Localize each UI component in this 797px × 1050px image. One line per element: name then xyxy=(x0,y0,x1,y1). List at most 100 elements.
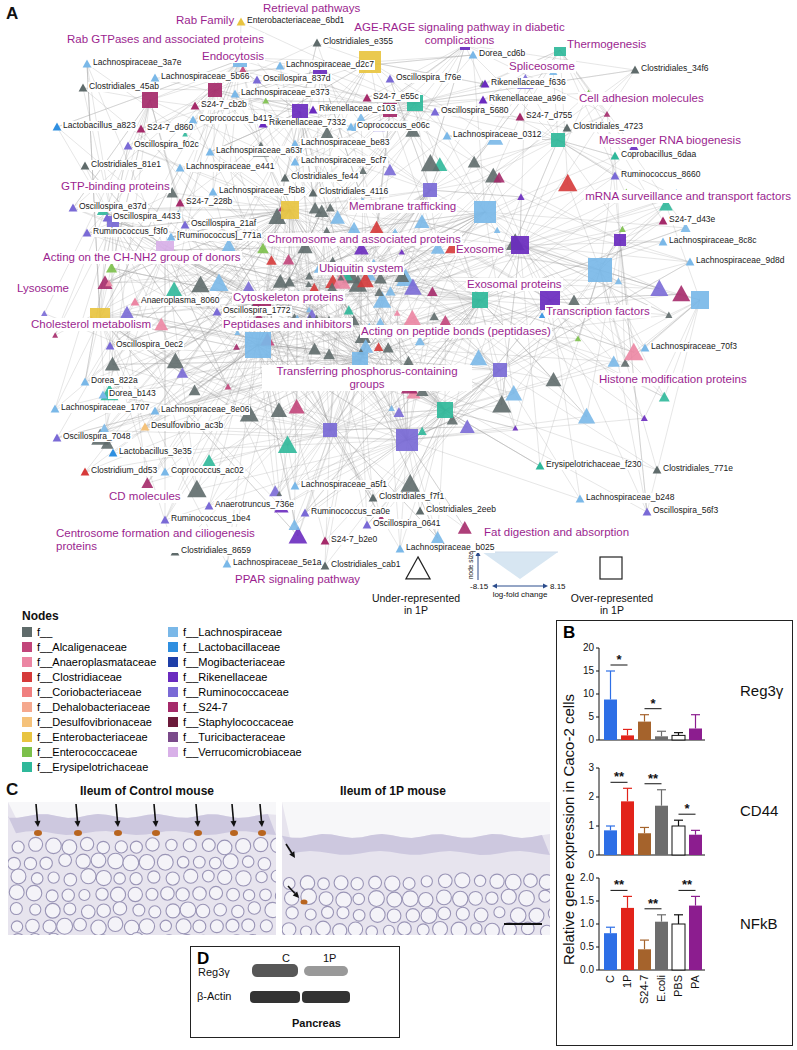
arrow-shaft xyxy=(196,804,197,821)
legend-row: f__ xyxy=(22,626,52,639)
blot-label: 1P xyxy=(323,952,336,965)
pathway-square xyxy=(588,258,612,282)
taxon-label: Clostridiales_45ab xyxy=(88,82,160,92)
taxon-triangle xyxy=(209,188,218,196)
node-size-legend xyxy=(406,551,622,589)
crypt xyxy=(184,869,198,883)
bar xyxy=(689,906,702,970)
taxon-label: Oscillospira_5680 xyxy=(440,106,510,116)
pathway-square xyxy=(323,423,337,437)
taxon-triangle xyxy=(653,466,662,474)
crypt xyxy=(337,907,349,919)
taxon-triangle xyxy=(611,172,620,180)
crypt xyxy=(398,922,412,935)
taxon-triangle xyxy=(641,344,650,352)
legend-swatch xyxy=(22,642,32,652)
bar xyxy=(604,830,617,855)
taxon-triangle xyxy=(161,468,170,476)
stained-cell xyxy=(230,830,238,836)
legend-row: f__Turicibacteraceae xyxy=(168,731,285,744)
tick-label: 0 xyxy=(588,734,594,746)
scale-value: -8.15 xyxy=(470,582,488,591)
significance-star: ** xyxy=(648,897,658,910)
legend-text: f__Lactobacillaceae xyxy=(183,641,280,654)
taxon-label: Clostridiales_81e1 xyxy=(90,160,162,170)
arrow-head xyxy=(194,821,200,827)
crypt xyxy=(548,907,550,920)
bar xyxy=(638,833,651,855)
tick-label: 1.5 xyxy=(580,895,594,907)
taxon-label: Erysipelotrichaceae_f230 xyxy=(545,460,642,470)
taxon-label: Coprobacillus_6daa xyxy=(620,150,697,160)
taxon-label: Oscillospira_56f3 xyxy=(652,506,719,516)
taxon-triangle xyxy=(223,560,232,568)
crypt xyxy=(193,920,206,933)
taxon-triangle xyxy=(431,108,440,116)
pathway-square xyxy=(614,234,626,246)
crypt xyxy=(176,888,189,901)
y-tick xyxy=(596,740,599,741)
taxon-triangle xyxy=(120,306,134,318)
blot-band xyxy=(250,991,300,1003)
taxon-label: Dorea_cd6b xyxy=(478,49,526,59)
taxon-label: Oscillospira_f76e xyxy=(395,73,462,83)
legend-row: f__Clostridiaceae xyxy=(22,671,122,684)
taxon-triangle xyxy=(386,75,395,83)
legend-swatch xyxy=(22,747,32,757)
taxon-triangle xyxy=(278,435,297,453)
taxon-triangle xyxy=(281,174,290,182)
crypt xyxy=(421,876,432,887)
pathway-label: Exosome xyxy=(455,243,505,256)
crypt xyxy=(9,885,24,900)
crypt xyxy=(8,857,20,870)
crypt xyxy=(166,839,177,850)
crypt xyxy=(351,878,363,890)
taxon-triangle xyxy=(308,343,321,355)
taxon-triangle xyxy=(578,408,595,424)
legend-text: f__Erysipelotrichaceae xyxy=(37,761,148,774)
crypt xyxy=(62,840,77,855)
legend-row: f__Staphylococcaceae xyxy=(168,716,294,729)
taxon-triangle xyxy=(443,132,452,140)
error-cap xyxy=(657,789,666,790)
taxon-label: Oscillospira_837d xyxy=(262,74,332,84)
error-cap xyxy=(691,714,700,715)
pathway-square xyxy=(281,201,299,219)
taxon-triangle xyxy=(659,217,668,225)
crypt xyxy=(46,933,61,935)
taxon-triangle xyxy=(416,507,425,515)
legend-swatch xyxy=(22,732,32,742)
crypt xyxy=(64,873,77,886)
crypt xyxy=(540,925,550,935)
crypt xyxy=(316,921,331,935)
taxon-triangle xyxy=(388,405,394,411)
pathway-label: Acting on the CH-NH2 group of donors xyxy=(42,251,242,264)
legend-swatch xyxy=(168,687,178,697)
taxon-triangle xyxy=(266,255,276,265)
legend-swatch xyxy=(22,717,32,727)
taxon-label: Oscillospira_4433 xyxy=(112,212,182,222)
arrow-shaft xyxy=(116,804,117,821)
group-label: PBS xyxy=(672,975,685,997)
taxon-triangle xyxy=(347,123,356,131)
crypt xyxy=(385,876,400,891)
taxon-label: S24-7_e55c xyxy=(372,92,420,102)
pathway-square xyxy=(423,183,437,197)
error-bar xyxy=(661,790,662,806)
taxon-triangle xyxy=(202,454,216,466)
crypt xyxy=(129,933,144,935)
legend-text: f__Verrucomicrobiaceae xyxy=(183,746,302,759)
crypt xyxy=(236,871,251,886)
crypt xyxy=(146,888,158,900)
taxon-triangle xyxy=(53,123,62,131)
bar xyxy=(638,722,651,740)
crypt xyxy=(59,854,72,867)
legend-row: f__Lactobacillaceae xyxy=(168,641,280,654)
crypt xyxy=(148,871,160,883)
legend-text: f__S24-7 xyxy=(183,701,228,714)
taxon-label: Lachnospiraceae_b248 xyxy=(585,493,675,503)
taxon-label: Lachnospiraceae_d2c7 xyxy=(285,60,375,70)
crypt xyxy=(524,874,538,888)
taxon-label: S24-7_b2e0 xyxy=(330,535,378,545)
